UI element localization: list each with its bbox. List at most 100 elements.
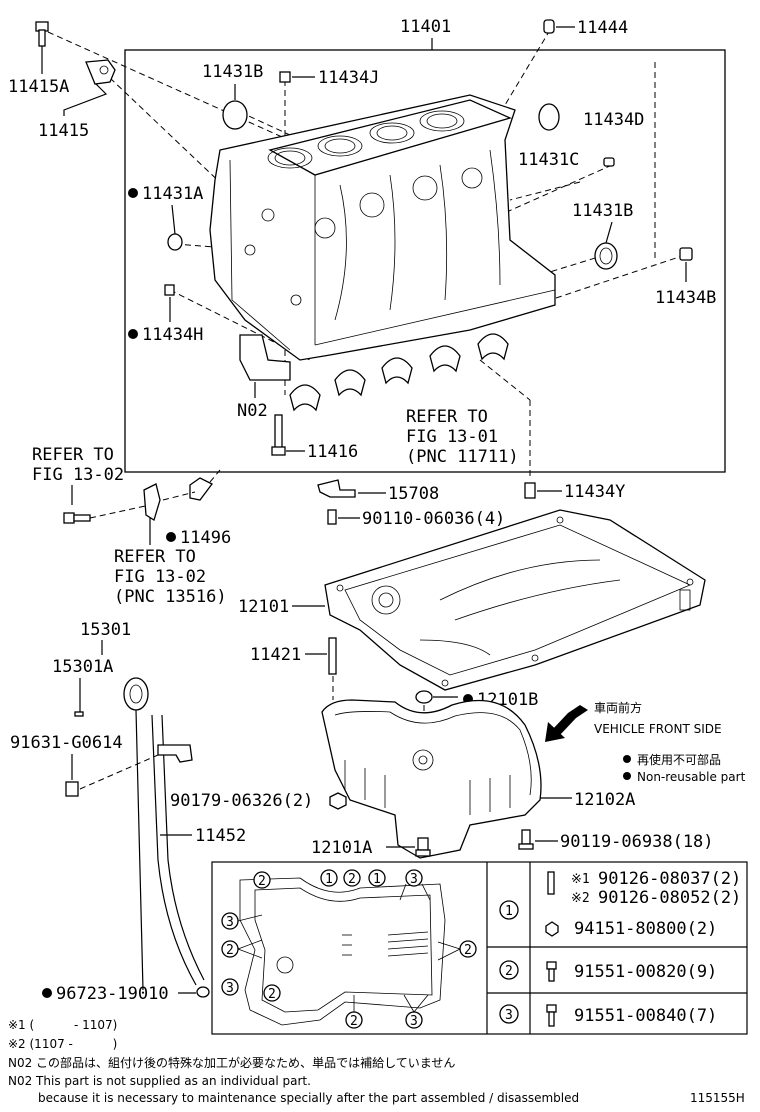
svg-text:15708: 15708: [388, 484, 439, 504]
svg-text:11431A: 11431A: [142, 184, 203, 204]
part-11416[interactable]: 11416: [271, 414, 358, 462]
svg-text:11434H: 11434H: [142, 325, 203, 345]
svg-text:91551-00840(7): 91551-00840(7): [574, 1006, 717, 1026]
svg-text:94151-80800(2): 94151-80800(2): [574, 919, 717, 939]
oil-pan-no2: [321, 699, 542, 859]
part-11434H[interactable]: 11434H: [128, 284, 203, 345]
svg-text:N02: N02: [237, 401, 268, 421]
part-15301A[interactable]: 15301A: [52, 657, 113, 717]
svg-text:90126-08037(2): 90126-08037(2): [598, 869, 741, 889]
bolt-left: [63, 504, 151, 524]
dash-guide: [479, 359, 531, 401]
svg-text:2: 2: [505, 964, 513, 979]
callout-marker: 1: [368, 869, 386, 887]
svg-text:11431B: 11431B: [572, 201, 633, 221]
reference-fig-13-01[interactable]: REFER TO FIG 13-01 (PNC 11711): [406, 407, 519, 467]
part-11434B[interactable]: 11434B: [655, 247, 716, 308]
part-N02[interactable]: N02: [237, 334, 291, 421]
part-11452[interactable]: 11452: [160, 826, 246, 846]
footnote-n02-en: N02 This part is not supplied as an indi…: [8, 1074, 311, 1088]
part-11496[interactable]: 11496: [143, 469, 231, 548]
svg-text:2: 2: [268, 987, 276, 1002]
part-11415A[interactable]: 11415A: [8, 21, 69, 97]
svg-text:1: 1: [325, 872, 333, 887]
oil-pan-no1: [324, 509, 706, 691]
svg-text:3: 3: [226, 915, 234, 930]
part-11434D[interactable]: 11434D: [538, 103, 644, 131]
vehicle-front-jp: 車両前方: [594, 700, 642, 715]
svg-text:12102A: 12102A: [574, 790, 635, 810]
part-11431B-right[interactable]: 11431B: [572, 201, 633, 270]
svg-text:90179-06326(2): 90179-06326(2): [170, 791, 313, 811]
label-11401[interactable]: 11401: [400, 17, 451, 37]
svg-text:FIG 13-02: FIG 13-02: [32, 465, 124, 485]
part-11431A[interactable]: 11431A: [128, 184, 203, 251]
part-96723-19010[interactable]: 96723-19010: [42, 984, 210, 1004]
svg-text:(PNC 11711): (PNC 11711): [406, 447, 519, 467]
part-11444[interactable]: 11444: [543, 18, 628, 38]
callout-marker: 2: [345, 1011, 363, 1029]
bolt-table: [211, 861, 748, 1035]
svg-text:15301A: 15301A: [52, 657, 113, 677]
table-row-3[interactable]: 3 91551-00840(7): [499, 1004, 717, 1027]
callout-marker: 2: [459, 940, 477, 958]
svg-text:90119-06938(18): 90119-06938(18): [560, 832, 714, 852]
part-91631-G0614[interactable]: 91631-G0614: [10, 733, 159, 797]
callout-marker: 3: [405, 1011, 423, 1029]
part-12102A[interactable]: 12102A: [540, 790, 635, 810]
svg-text:2: 2: [348, 872, 356, 887]
part-11431C[interactable]: 11431C: [518, 150, 615, 170]
svg-text:FIG 13-01: FIG 13-01: [406, 427, 498, 447]
part-15708[interactable]: 15708: [317, 479, 439, 504]
callout-marker: 2: [253, 871, 271, 889]
part-11421[interactable]: 11421: [250, 637, 337, 700]
table-row-1[interactable]: 1 ※1 90126-08037(2) ※2 90126-08052(2) 94…: [499, 869, 741, 939]
dash-guide: [47, 31, 301, 146]
svg-text:REFER TO: REFER TO: [406, 407, 488, 427]
part-90119-06938[interactable]: 90119-06938(18): [518, 829, 714, 852]
reference-fig-13-02-pnc[interactable]: REFER TO FIG 13-02 (PNC 13516): [114, 547, 227, 607]
svg-text:※1: ※1: [571, 872, 590, 887]
legend-non-reusable: 再使用不可部品 Non-reusable part: [623, 752, 746, 784]
svg-text:2: 2: [350, 1014, 358, 1029]
callout-marker: 1: [320, 869, 338, 887]
dash-guide: [549, 254, 686, 301]
svg-text:11496: 11496: [180, 528, 231, 548]
part-11434J[interactable]: 11434J: [279, 68, 379, 88]
figure-id: 115155H: [690, 1091, 745, 1105]
part-90110-06036[interactable]: 90110-06036(4): [327, 509, 505, 529]
dash-guide: [509, 181, 581, 201]
dipstick: [123, 677, 205, 991]
callout-markers: 2 1 2 1 3 3 2 2 3 2 2 3: [221, 869, 477, 1029]
svg-text:12101A: 12101A: [311, 838, 372, 858]
part-11431B-top[interactable]: 11431B: [202, 62, 263, 130]
svg-text:2: 2: [464, 943, 472, 958]
svg-text:(PNC 13516): (PNC 13516): [114, 587, 227, 607]
dash-guide: [239, 111, 291, 136]
part-12101[interactable]: 12101: [238, 597, 325, 617]
svg-text:11434Y: 11434Y: [564, 482, 625, 502]
footnote-n02-jp: N02 この部品は、組付け後の特殊な加工が必要なため、単品では補給していません: [8, 1055, 455, 1070]
part-11415[interactable]: 11415: [38, 59, 116, 141]
part-12101A[interactable]: 12101A: [311, 837, 431, 858]
callout-marker: 3: [221, 978, 239, 996]
svg-text:91631-G0614: 91631-G0614: [10, 733, 123, 753]
part-90179-06326[interactable]: 90179-06326(2): [170, 791, 347, 811]
svg-text:15301: 15301: [80, 620, 131, 640]
svg-text:90126-08052(2): 90126-08052(2): [598, 888, 741, 908]
block-group-frame: [124, 49, 726, 473]
callout-marker: 2: [343, 869, 361, 887]
callout-marker: 3: [405, 869, 423, 887]
svg-text:11416: 11416: [307, 442, 358, 462]
svg-text:11434J: 11434J: [318, 68, 379, 88]
svg-text:REFER TO: REFER TO: [114, 547, 196, 567]
table-row-2[interactable]: 2 91551-00820(9): [499, 960, 717, 982]
reference-fig-13-02-left[interactable]: REFER TO FIG 13-02: [32, 445, 124, 505]
footnote-n02-en-2: because it is necessary to maintenance s…: [38, 1091, 579, 1105]
part-15301[interactable]: 15301: [80, 620, 131, 655]
cylinder-block: [209, 94, 556, 361]
svg-text:3: 3: [410, 1014, 418, 1029]
svg-text:FIG 13-02: FIG 13-02: [114, 567, 206, 587]
part-11434Y[interactable]: 11434Y: [524, 482, 625, 502]
